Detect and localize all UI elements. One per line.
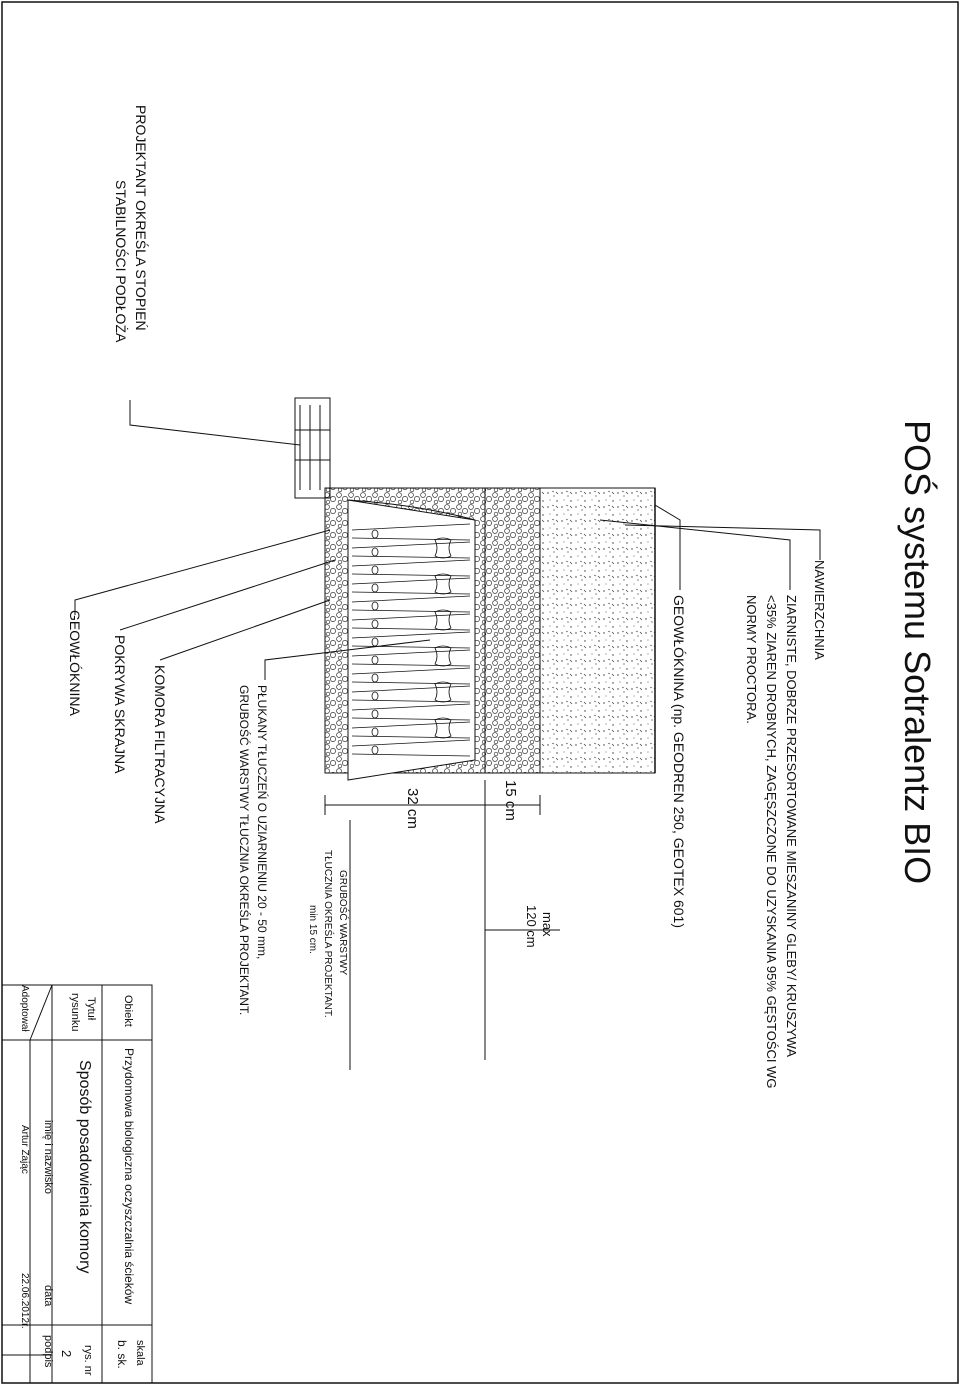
label-zasypka-1: ZIARNISTE, DOBRZE PRZESORTOWANE MIESZANI… [784, 595, 799, 1057]
tb-tytul-label-2: rysunku [69, 993, 81, 1032]
label-nawierzchnia: NAWIERZCHNIA [812, 560, 827, 660]
chamber-slot [371, 709, 379, 719]
tb-obiekt-label: Obiekt [122, 995, 134, 1027]
chamber-slot [371, 565, 379, 575]
tb-rys-label: rys. nr [82, 1345, 94, 1376]
tb-rys-value: 2 [59, 1350, 74, 1357]
tb-data-label: data [42, 1285, 54, 1307]
label-projektant-1: PROJEKTANT OKREŚLA STOPIEŃ [133, 105, 150, 331]
chamber-rib [351, 649, 471, 667]
filtration-chamber [347, 499, 476, 781]
chamber-slot [371, 547, 379, 557]
label-komora: KOMORA FILTRACYJNA [152, 665, 168, 824]
chamber-slot [371, 673, 379, 683]
chamber-slot [371, 583, 379, 593]
chamber-rib [351, 721, 471, 739]
chamber-rib [351, 613, 471, 631]
chamber-slot [371, 691, 379, 701]
rotated-labels: POŚ systemu Sotralentz BIO NAWIERZCHNIA … [19, 105, 939, 1376]
tb-tytul-label-1: Tytuł [85, 997, 97, 1021]
chamber-outlet [434, 681, 452, 703]
label-geowloknina-top: GEOWŁÓKNINA (np. GEODREN 250, GEOTEX 601… [671, 595, 687, 928]
tb-skala-value: b. sk. [115, 1340, 129, 1369]
tb-podpis-label: podpis [42, 1335, 54, 1368]
drawing-title: POŚ systemu Sotralentz BIO [897, 420, 939, 884]
label-grubosc-2: TŁUCZNIA OKREŚLA PROJEKTANT. [322, 850, 335, 1018]
chamber-outlet [434, 537, 452, 559]
chamber-slot [371, 727, 379, 737]
chamber-rib [351, 685, 471, 703]
chamber-outlet [434, 717, 452, 739]
chamber-slot [371, 619, 379, 629]
tb-date: 22.06.2012r. [19, 1273, 30, 1329]
label-grubosc-1: GRUBOŚĆ WARSTWY [337, 870, 350, 976]
label-tluczen-1: PŁUKANY TŁUCZEŃ O UZIARNIENIU 20 - 50 mm… [255, 685, 270, 959]
label-zasypka-3: NORMY PROCTORA. [744, 595, 759, 724]
chamber-outlet [434, 609, 452, 631]
dim-15: 15 cm [502, 780, 519, 821]
dim-32: 32 cm [404, 788, 421, 829]
tb-adoptowal-label: Adoptował [19, 985, 30, 1032]
chamber-rib [351, 739, 471, 757]
label-zasypka-2: <35% ZIAREN DROBNYCH, ZAGĘSZCZONE DO UZY… [764, 595, 779, 1089]
tb-tytul-value: Sposób posadowienia komory [76, 1060, 93, 1273]
label-grubosc-3: min 15 cm. [307, 905, 318, 954]
chamber-rib [351, 541, 471, 559]
tb-obiekt-value: Przydomowa biologiczna oczyszczalnia ści… [122, 1048, 136, 1304]
dim-max-label: max [540, 912, 555, 937]
chamber-slot [371, 637, 379, 647]
label-projektant-2: STABILNOŚCI PODŁOŻA [113, 180, 130, 343]
chamber-slot [371, 745, 379, 755]
base-geotextile [294, 397, 331, 499]
chamber-slot [371, 655, 379, 665]
chamber-outlet [434, 573, 452, 595]
label-tluczen-2: GRUBOŚĆ WARSTWY TŁUCZNIA OKREŚLA PROJEKT… [237, 685, 252, 1015]
tb-author: Artur Zając [19, 1125, 30, 1174]
title-block [1, 984, 153, 1384]
chamber-slot [371, 601, 379, 611]
label-geowloknina-bottom: GEOWŁÓKNINA [67, 610, 83, 716]
dim-max-value: 120 cm [524, 905, 539, 948]
dimension-lines [324, 488, 560, 1070]
leader-lines [74, 400, 821, 680]
tb-imie-label: imię i nazwisko [42, 1120, 54, 1194]
chamber-outlet [434, 645, 452, 667]
chamber-slot [371, 529, 379, 539]
chamber-rib [351, 577, 471, 595]
tb-skala-label: skala [134, 1340, 146, 1367]
backfill-layer [539, 487, 656, 774]
label-pokrywa: POKRYWA SKRAJNA [112, 635, 128, 774]
